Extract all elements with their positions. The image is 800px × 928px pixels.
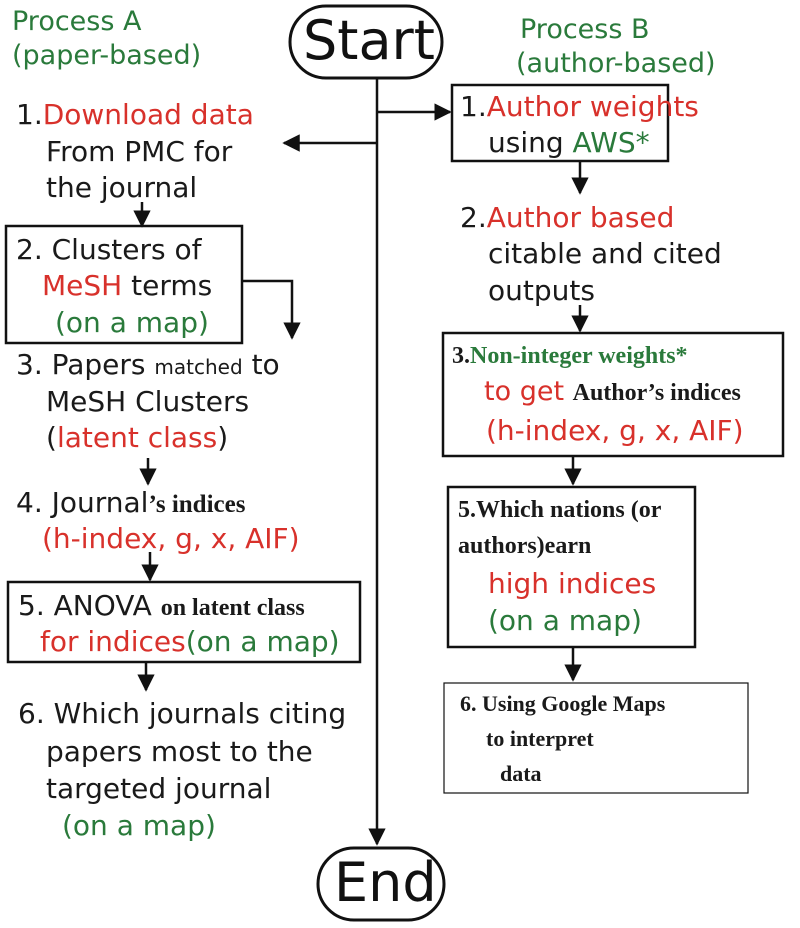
a-step5-line1: 5. ANOVA on latent class xyxy=(18,589,305,622)
a-step1-line2: From PMC for xyxy=(46,135,233,168)
a-step6-map: (on a map) xyxy=(62,809,216,842)
a-step6-line1: 6. Which journals citing xyxy=(18,697,347,730)
a-step2-line2: MeSH terms xyxy=(42,269,213,302)
b-step3-line2: to get Author’s indices xyxy=(484,376,741,407)
a-step1-line3: the journal xyxy=(46,171,198,204)
b-step1-title: 1.Author weights xyxy=(460,90,699,123)
box-b-step6 xyxy=(443,682,749,794)
a-step4-line1: 4. Journal’s indices xyxy=(16,486,246,519)
box-b-step3 xyxy=(441,331,785,458)
process-b-title: Process B xyxy=(520,14,650,45)
a-step2-map: (on a map) xyxy=(55,306,209,339)
start-terminal xyxy=(288,4,444,80)
a-step3-line1: 3. Papers matched to xyxy=(16,348,280,381)
a-step3-line2: MeSH Clusters xyxy=(46,385,250,418)
end-label: End xyxy=(334,851,437,914)
start-label: Start xyxy=(303,9,435,72)
process-a-title: Process A xyxy=(12,6,142,37)
a-step6-line3: targeted journal xyxy=(46,772,272,805)
b-step1-line2: using AWS* xyxy=(488,126,650,159)
a-step5-line2: for indices(on a map) xyxy=(40,625,340,658)
b-step2-line2: citable and cited xyxy=(488,237,722,270)
a-step4-line2: (h-index, g, x, AIF) xyxy=(42,522,300,555)
arrow-a-2-3 xyxy=(243,279,301,340)
box-a-step5 xyxy=(6,580,362,664)
b-step6-line3: data xyxy=(500,761,542,786)
b-step3-title: 3.Non-integer weights* xyxy=(452,343,688,369)
b-step6-line1: 6. Using Google Maps xyxy=(460,691,666,716)
a-step2-line1: 2. Clusters of xyxy=(16,233,202,266)
box-b-step5 xyxy=(446,485,697,649)
box-a-step2 xyxy=(4,224,244,345)
b-step5-line1: 5.Which nations (or xyxy=(458,497,662,523)
box-b-step1 xyxy=(450,83,670,163)
process-a-subtitle: (paper-based) xyxy=(12,40,202,71)
b-step2-line3: outputs xyxy=(488,274,595,307)
b-step6-line2: to interpret xyxy=(486,726,594,751)
b-step5-line3: high indices xyxy=(488,567,657,600)
b-step2-title: 2.Author based xyxy=(460,201,675,234)
b-step3-line3: (h-index, g, x, AIF) xyxy=(486,414,744,447)
a-step6-line2: papers most to the xyxy=(46,735,313,768)
end-terminal xyxy=(316,846,446,922)
b-step5-map: (on a map) xyxy=(488,604,642,637)
a-step1-title: 1.Download data xyxy=(16,98,254,131)
b-step5-line2: authors)earn xyxy=(458,533,592,559)
a-step3-line3: (latent class) xyxy=(46,421,229,454)
process-b-subtitle: (author-based) xyxy=(516,48,716,79)
